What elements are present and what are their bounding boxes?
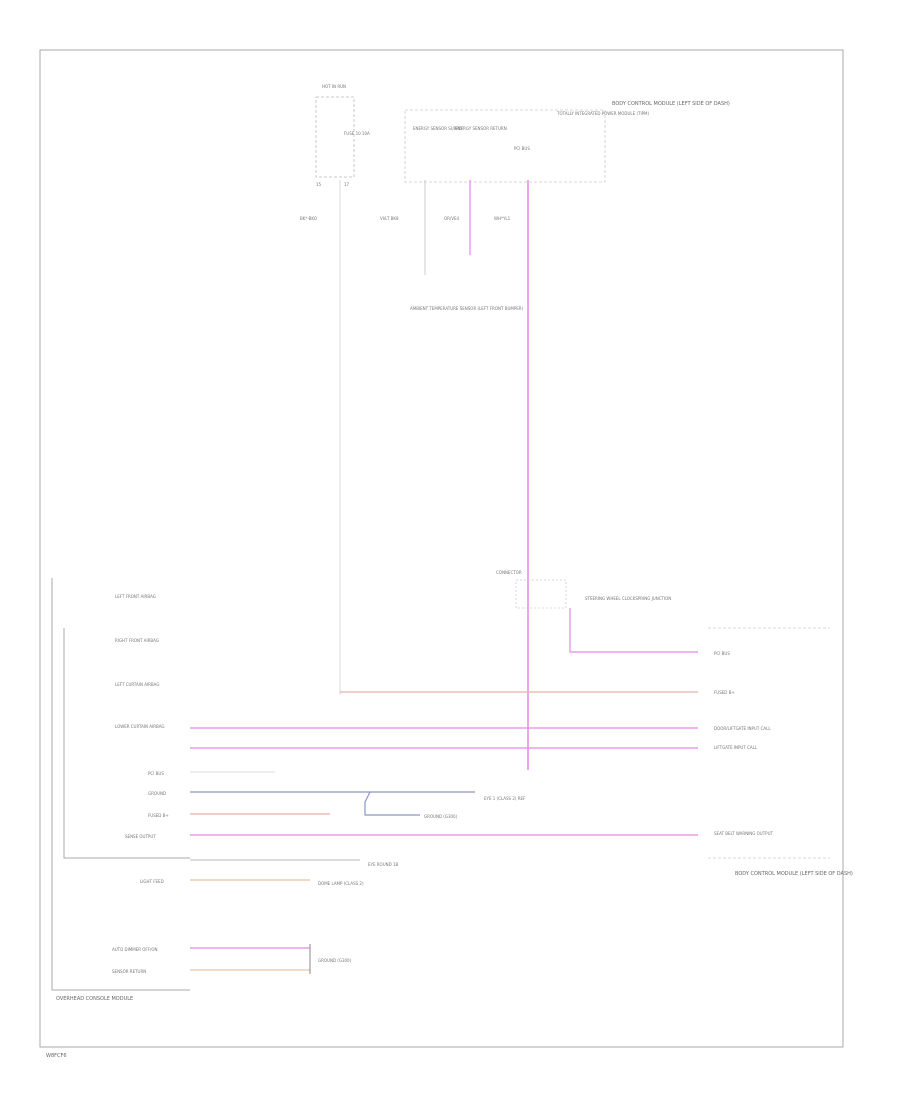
- signal-2: GROUND: [148, 791, 166, 796]
- left-module-bracket: [51, 578, 190, 991]
- tipm-box: [404, 109, 606, 183]
- bcm-output-5: SEAT BELT WARNING OUTPUT: [714, 831, 774, 836]
- signal-1: PCI BUS: [148, 771, 164, 776]
- entry-1: LEFT FRONT AIRBAG: [115, 594, 156, 599]
- entry-3: LEFT CURTAIN AIRBAG: [115, 682, 159, 687]
- pin-17: 17: [344, 182, 350, 187]
- internal-label-2: ENERGY SENSOR RETURN: [455, 126, 507, 131]
- top-module: HOT IN RUN FUSE 10 10A 15 17 TOTALLY INT…: [300, 84, 730, 311]
- top-right-note: BODY CONTROL MODULE (LEFT SIDE OF DASH): [612, 101, 730, 107]
- signal-7: SENSOR RETURN: [112, 969, 146, 974]
- diagram-frame: [39, 49, 844, 1048]
- sensor-label: AMBIENT TEMPERATURE SENSOR (LEFT FRONT B…: [410, 306, 524, 311]
- signal-6: AUTO DIMMER OFF/ON: [112, 947, 158, 952]
- bcm-output-3: DOOR/LIFTGATE INPUT CALL: [714, 726, 771, 731]
- connector-to-bcm: [569, 608, 698, 653]
- bcm-title: BODY CONTROL MODULE (LEFT SIDE OF DASH): [735, 871, 853, 877]
- wire-label-3: OR/VE4: [444, 216, 460, 221]
- bcm-output-1: PCI BUS: [714, 651, 730, 656]
- left-module: LEFT FRONT AIRBAG RIGHT FRONT AIRBAG LEF…: [51, 578, 190, 1002]
- page-code: W8FCF6: [46, 1053, 67, 1059]
- connector-box: [515, 579, 567, 609]
- tipm-label: TOTALLY INTEGRATED POWER MODULE (TIPM): [556, 111, 649, 116]
- fuse-box: [315, 96, 355, 178]
- wire-label-2: VI/LT BK8: [380, 216, 399, 221]
- dest-2: GROUND (G300): [424, 814, 458, 819]
- connector-title: CONNECTOR: [496, 570, 522, 575]
- signal-5: LIGHT FEED: [140, 879, 164, 884]
- dest-4: DOME LAMP (CLASS 2): [318, 881, 364, 886]
- pin-15: 15: [316, 182, 322, 187]
- right-module: PCI BUS FUSED B+ DOOR/LIFTGATE INPUT CAL…: [708, 627, 853, 877]
- wire-label-1: BK*-BKO: [300, 216, 317, 221]
- internal-label-3: PCI BUS: [514, 146, 530, 151]
- dest-1: EYE 1 (CLASS 2) REF: [484, 796, 526, 801]
- entry-2: RIGHT FRONT AIRBAG: [115, 638, 159, 643]
- fuse-label: FUSE 10 10A: [344, 131, 370, 136]
- bcm-output-2: FUSED B+: [714, 690, 735, 695]
- hot-label: HOT IN RUN: [322, 84, 346, 89]
- ground-branch: [364, 791, 420, 816]
- left-inner-bracket: [63, 628, 190, 859]
- connector: CONNECTOR STEERING WHEEL CLOCKSPRING JUN…: [496, 570, 698, 653]
- connector-desc: STEERING WHEEL CLOCKSPRING JUNCTION: [585, 596, 671, 601]
- dest-5: GROUND (G300): [318, 958, 352, 963]
- internal-label-1: ENERGY SENSOR SUPPLY: [413, 126, 463, 131]
- wire-label-4: WH*YL1: [494, 216, 511, 221]
- bcm-output-4: LIFTGATE INPUT CALL: [714, 745, 758, 750]
- left-module-title: OVERHEAD CONSOLE MODULE: [56, 996, 133, 1002]
- dest-3: EYE ROUND 1B: [368, 862, 399, 867]
- entry-4: LOWER CURTAIN AIRBAG: [115, 724, 165, 729]
- signal-3: FUSED B+: [148, 813, 169, 818]
- signal-4: SENSE OUTPUT: [125, 834, 156, 839]
